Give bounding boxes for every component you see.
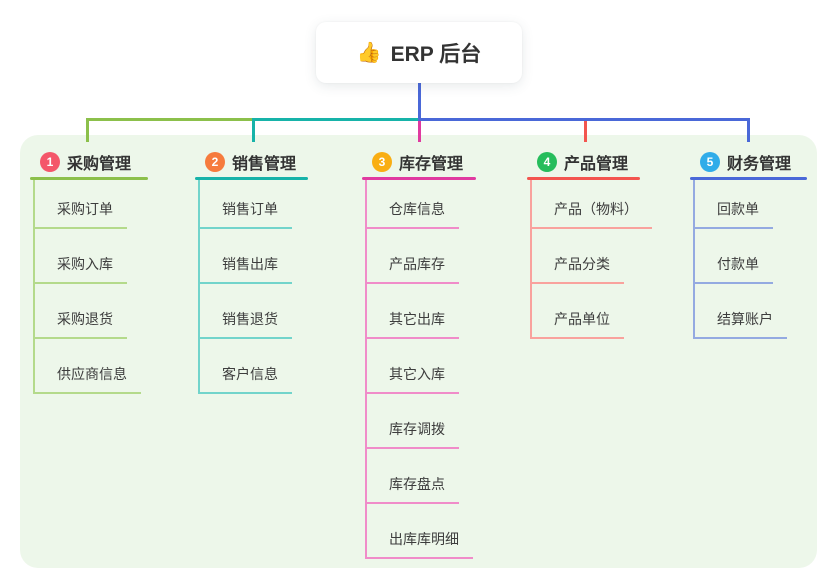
branch-children: 采购订单采购入库采购退货供应商信息 xyxy=(33,180,148,394)
child-node[interactable]: 客户信息 xyxy=(200,339,308,394)
child-node[interactable]: 产品单位 xyxy=(532,284,652,339)
branch-column: 4 产品管理产品（物料） 产品分类产品单位 xyxy=(527,148,652,339)
child-node-label: 供应商信息 xyxy=(35,364,141,394)
root-node-label: ERP 后台 xyxy=(390,42,482,66)
branch-column: 3 库存管理仓库信息产品库存其它出库其它入库库存调拨库存盘点出库库明细 xyxy=(362,148,476,559)
child-node[interactable]: 产品分类 xyxy=(532,229,652,284)
branch-column: 5 财务管理回款单付款单结算账户 xyxy=(690,148,807,339)
branch-column: 1 采购管理采购订单采购入库采购退货供应商信息 xyxy=(30,148,148,394)
child-node-label: 仓库信息 xyxy=(367,199,459,229)
branch-connector-drop xyxy=(85,118,89,142)
child-node-label: 产品库存 xyxy=(367,254,459,284)
child-node[interactable]: 出库库明细 xyxy=(367,504,476,559)
branch-underline xyxy=(527,177,640,180)
child-node-label: 销售退货 xyxy=(200,309,292,339)
child-node-label: 销售出库 xyxy=(200,254,292,284)
branch-children: 回款单付款单结算账户 xyxy=(693,180,807,339)
branch-connector-drop xyxy=(417,118,421,142)
branch-number-badge: 5 xyxy=(700,152,720,172)
child-node[interactable]: 采购退货 xyxy=(35,284,148,339)
child-node-label: 产品（物料） xyxy=(532,199,652,229)
branch-underline xyxy=(195,177,308,180)
branch-children: 产品（物料） 产品分类产品单位 xyxy=(530,180,652,339)
child-node[interactable]: 供应商信息 xyxy=(35,339,148,394)
branch-title-label: 产品管理 xyxy=(564,156,629,173)
child-node-label: 其它出库 xyxy=(367,309,459,339)
background-panel xyxy=(20,135,817,568)
branch-title-label: 库存管理 xyxy=(399,156,464,173)
branch-connector-horizontal xyxy=(251,118,421,121)
child-node-label: 回款单 xyxy=(695,199,773,229)
branch-column: 2 销售管理销售订单销售出库销售退货客户信息 xyxy=(195,148,308,394)
branch-title[interactable]: 1 采购管理 xyxy=(30,148,148,176)
child-node[interactable]: 产品库存 xyxy=(367,229,476,284)
child-node[interactable]: 采购入库 xyxy=(35,229,148,284)
branch-connector-horizontal xyxy=(417,118,750,121)
branch-children: 仓库信息产品库存其它出库其它入库库存调拨库存盘点出库库明细 xyxy=(365,180,476,559)
child-node-label: 其它入库 xyxy=(367,364,459,394)
child-node[interactable]: 回款单 xyxy=(695,180,807,229)
branch-underline xyxy=(362,177,476,180)
branch-underline xyxy=(30,177,148,180)
branch-connector-drop xyxy=(746,118,750,142)
branch-number-badge: 2 xyxy=(205,152,225,172)
child-node-label: 产品分类 xyxy=(532,254,624,284)
root-stem-line xyxy=(417,83,421,121)
child-node[interactable]: 其它出库 xyxy=(367,284,476,339)
branch-title[interactable]: 3 库存管理 xyxy=(362,148,476,176)
child-node-label: 结算账户 xyxy=(695,309,787,339)
child-node[interactable]: 其它入库 xyxy=(367,339,476,394)
child-node[interactable]: 采购订单 xyxy=(35,180,148,229)
child-node-label: 库存盘点 xyxy=(367,474,459,504)
root-node[interactable]: 👍 ERP 后台 xyxy=(316,22,522,83)
branch-connector-drop xyxy=(251,118,255,142)
child-node[interactable]: 销售订单 xyxy=(200,180,308,229)
branch-number-badge: 3 xyxy=(372,152,392,172)
child-node-label: 采购入库 xyxy=(35,254,127,284)
child-node[interactable]: 销售出库 xyxy=(200,229,308,284)
child-node[interactable]: 产品（物料） xyxy=(532,180,652,229)
child-node-label: 客户信息 xyxy=(200,364,292,394)
child-node[interactable]: 结算账户 xyxy=(695,284,807,339)
branch-children: 销售订单销售出库销售退货客户信息 xyxy=(198,180,308,394)
child-node[interactable]: 库存盘点 xyxy=(367,449,476,504)
branch-title-label: 采购管理 xyxy=(67,156,132,173)
branch-number-badge: 1 xyxy=(40,152,60,172)
thumbs-up-icon: 👍 xyxy=(356,41,382,64)
child-node-label: 产品单位 xyxy=(532,309,624,339)
branch-title-label: 销售管理 xyxy=(232,156,297,173)
child-node-label: 采购退货 xyxy=(35,309,127,339)
child-node[interactable]: 仓库信息 xyxy=(367,180,476,229)
child-node[interactable]: 销售退货 xyxy=(200,284,308,339)
child-node[interactable]: 付款单 xyxy=(695,229,807,284)
branch-title-label: 财务管理 xyxy=(727,156,792,173)
branch-title[interactable]: 4 产品管理 xyxy=(527,148,652,176)
branch-number-badge: 4 xyxy=(537,152,557,172)
branch-title[interactable]: 5 财务管理 xyxy=(690,148,807,176)
child-node-label: 销售订单 xyxy=(200,199,292,229)
child-node[interactable]: 库存调拨 xyxy=(367,394,476,449)
branch-connector-drop xyxy=(583,118,587,142)
child-node-label: 付款单 xyxy=(695,254,773,284)
child-node-label: 库存调拨 xyxy=(367,419,459,449)
branch-underline xyxy=(690,177,807,180)
child-node-label: 采购订单 xyxy=(35,199,127,229)
branch-title[interactable]: 2 销售管理 xyxy=(195,148,308,176)
child-node-label: 出库库明细 xyxy=(367,529,473,559)
